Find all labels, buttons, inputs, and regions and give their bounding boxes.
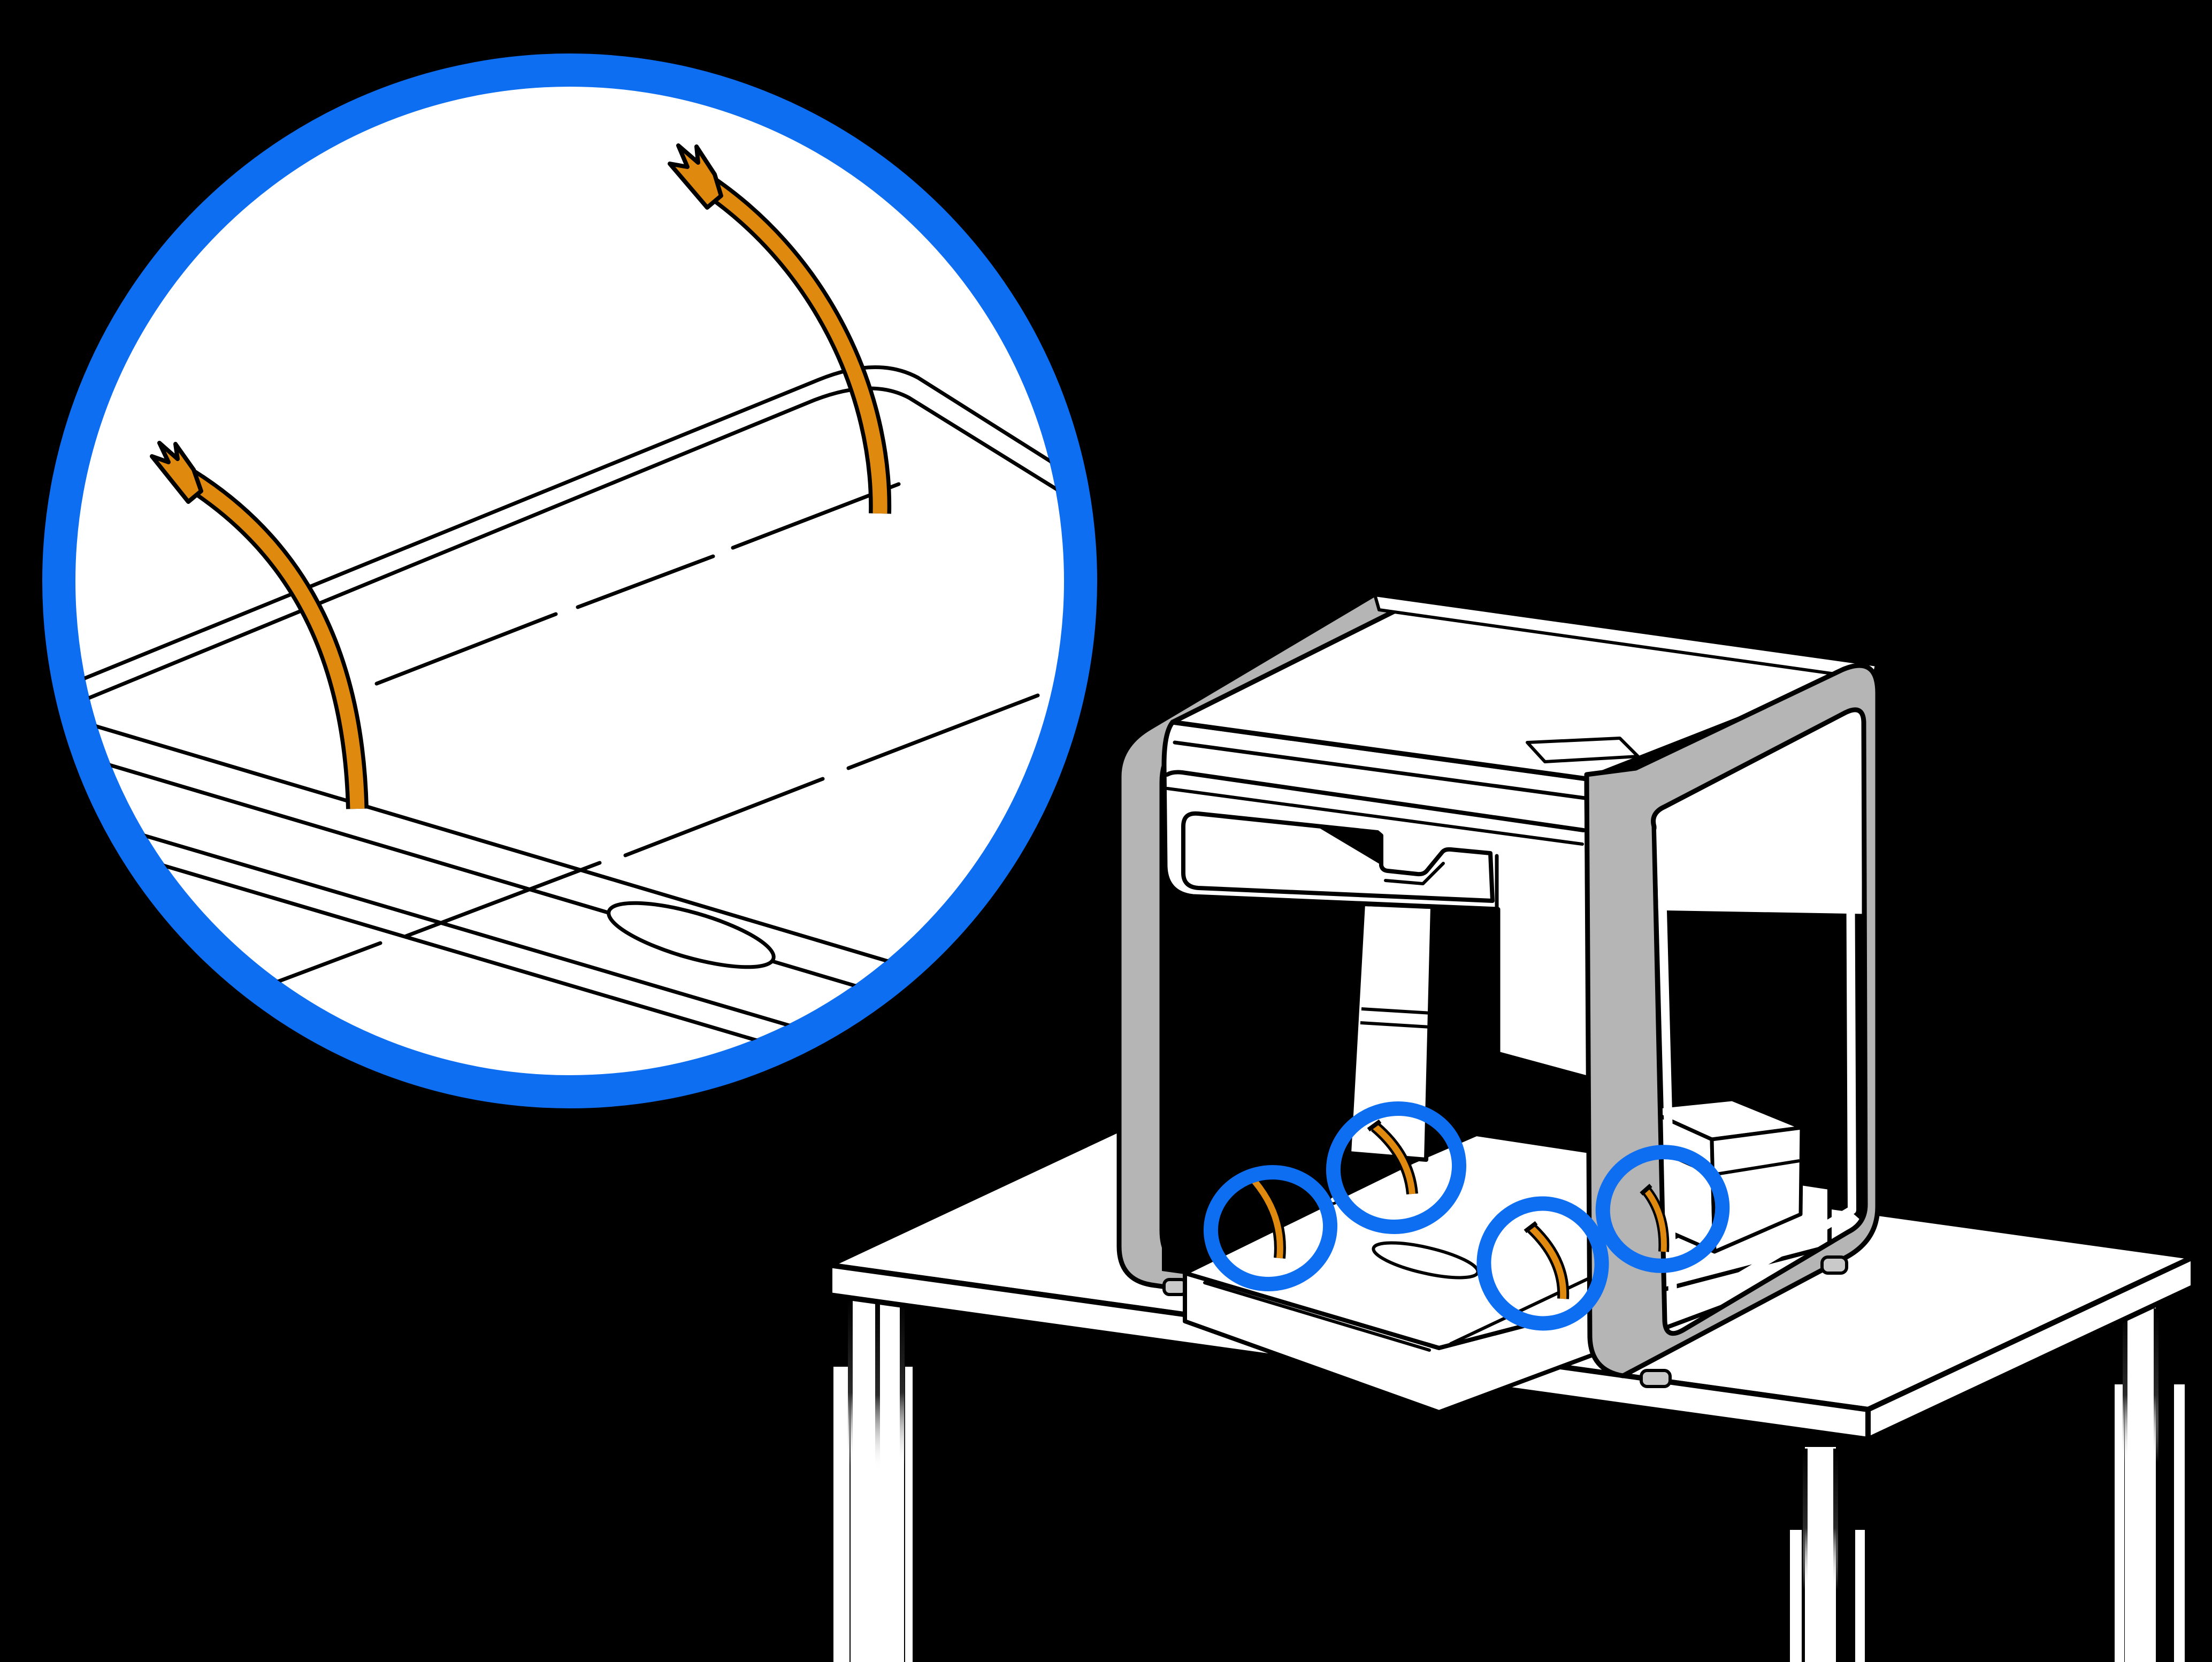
leg-edge-line <box>2123 1308 2127 1501</box>
filament-icon <box>1367 1119 1418 1195</box>
panel-notch-lip <box>1384 862 1445 885</box>
leg-edge-line <box>1803 1449 1808 1625</box>
lens-groove <box>623 777 825 857</box>
table-leg-ghost <box>905 1367 913 1662</box>
leg-edge-line <box>875 1299 880 1513</box>
bed-filaments <box>1243 1119 1670 1299</box>
filament-icon <box>1640 1184 1670 1252</box>
magnifier-inset <box>42 53 1097 1108</box>
canopy-rim-line <box>1173 740 1587 800</box>
lens-handle-slot <box>607 901 776 969</box>
leg-edge-line <box>900 1299 905 1507</box>
filament-icon-large <box>150 441 369 809</box>
printer <box>1116 589 1880 1414</box>
leg-edge-line <box>848 1299 853 1507</box>
table-leg-rear-right <box>2125 1307 2156 1662</box>
table-leg-ghost <box>1790 1530 1802 1662</box>
print-box-right-face <box>1710 1125 1804 1254</box>
canopy-front-face <box>1161 719 1591 1081</box>
highlight-circle <box>1595 1145 1730 1273</box>
filament-broken-tip <box>668 143 723 210</box>
panel-notch-shadow <box>1315 825 1381 865</box>
canopy-seam-line <box>1165 770 1586 832</box>
lens-groove <box>846 693 1040 770</box>
printer-foot <box>1820 1255 1848 1275</box>
table-leg-ghost <box>1855 1530 1865 1662</box>
leg-edge-line <box>2154 1308 2159 1501</box>
filament-icon <box>1524 1221 1570 1299</box>
table-legs <box>833 1297 2185 1662</box>
table-leg-front-right <box>1805 1447 1836 1662</box>
highlight-circle <box>1203 1165 1338 1291</box>
lens-groove <box>576 554 715 609</box>
highlight-circle <box>1476 1196 1609 1331</box>
column-seam <box>1361 1007 1432 1015</box>
lens-bed-edge <box>75 365 1065 702</box>
leg-edge-line <box>1833 1449 1838 1625</box>
filament-broken-tip <box>150 441 203 504</box>
canopy-seam-line <box>1166 787 1584 846</box>
table-leg-ghost <box>833 1367 849 1662</box>
printer-foot <box>1640 1369 1672 1388</box>
filament-icon-large <box>668 143 892 514</box>
printer-right-frame <box>1584 663 1880 1378</box>
highlight-circle <box>1326 1101 1467 1234</box>
table-leg-ghost <box>2174 1384 2185 1662</box>
column-seam <box>1360 1021 1431 1029</box>
lens-rail-line <box>75 715 1040 1008</box>
printer-canopy <box>1161 593 1878 1081</box>
table-leg-ghost <box>2115 1384 2124 1662</box>
bed-rim-line <box>1203 1281 1431 1352</box>
lens-groove <box>374 612 558 686</box>
front-panel <box>1181 811 1495 903</box>
table-right-face <box>1865 1254 2196 1442</box>
canopy-top-notch <box>1526 737 1640 763</box>
magnifier-circle <box>42 53 1097 1108</box>
highlight-circles <box>1203 1101 1730 1331</box>
